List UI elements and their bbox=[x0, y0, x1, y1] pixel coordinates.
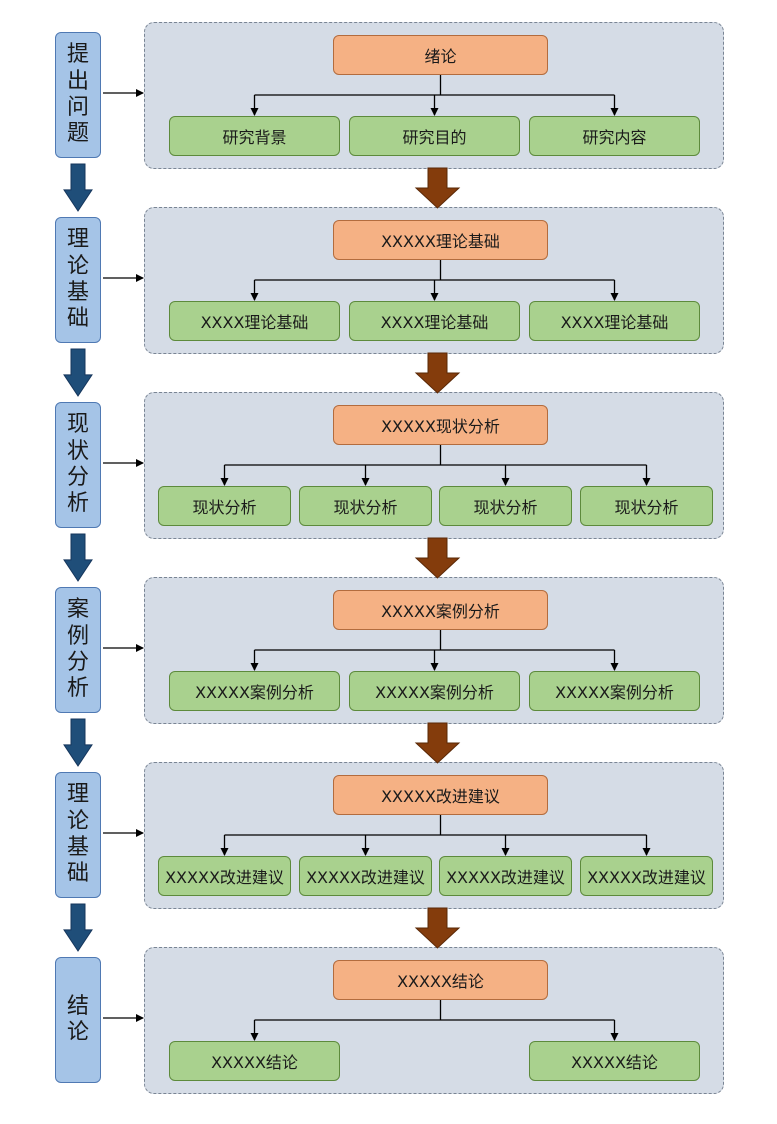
stage-head-box: XXXXX现状分析 bbox=[333, 405, 548, 445]
panel-down-arrow bbox=[414, 722, 461, 764]
stage-item-box: XXXX理论基础 bbox=[529, 301, 700, 341]
stage-item-box: 现状分析 bbox=[158, 486, 291, 526]
stage-item-box: XXXXX结论 bbox=[529, 1041, 700, 1081]
stage-label-text: 结论 bbox=[67, 993, 90, 1045]
stage-label-text: 理论基础 bbox=[67, 782, 90, 887]
stage-head-box: XXXXX结论 bbox=[333, 960, 548, 1000]
stage-label: 提出问题 bbox=[55, 32, 101, 158]
stage-label: 理论基础 bbox=[55, 217, 101, 343]
stage-label-text: 理论基础 bbox=[67, 227, 90, 332]
panel-down-arrow bbox=[414, 537, 461, 579]
stage-label-text: 案例分析 bbox=[67, 597, 90, 702]
stage-down-arrow bbox=[63, 903, 93, 952]
stage-head-box: XXXXX案例分析 bbox=[333, 590, 548, 630]
stage-item-box: XXXX理论基础 bbox=[169, 301, 340, 341]
stage-item-box: 现状分析 bbox=[580, 486, 713, 526]
stage-item-box: 研究目的 bbox=[349, 116, 520, 156]
stage-down-arrow bbox=[63, 348, 93, 397]
head-to-items-connector bbox=[250, 630, 619, 671]
panel-down-arrow bbox=[414, 907, 461, 949]
stage-item-box: 现状分析 bbox=[439, 486, 572, 526]
head-to-items-connector bbox=[220, 815, 651, 856]
panel-down-arrow bbox=[414, 352, 461, 394]
stage-item-box: XXXXX改进建议 bbox=[580, 856, 713, 896]
stage-label: 结论 bbox=[55, 957, 101, 1083]
stage-item-box: XXXXX改进建议 bbox=[158, 856, 291, 896]
head-to-items-connector bbox=[250, 260, 619, 301]
stage-head-box: XXXXX理论基础 bbox=[333, 220, 548, 260]
head-to-items-connector bbox=[250, 1000, 619, 1041]
stage-head-box: XXXXX改进建议 bbox=[333, 775, 548, 815]
stage-label: 理论基础 bbox=[55, 772, 101, 898]
stage-label-text: 提出问题 bbox=[67, 42, 90, 147]
head-to-items-connector bbox=[220, 445, 651, 486]
stage-item-box: XXXXX案例分析 bbox=[529, 671, 700, 711]
stage-item-box: XXXXX改进建议 bbox=[299, 856, 432, 896]
stage-down-arrow bbox=[63, 718, 93, 767]
stage-item-box: 现状分析 bbox=[299, 486, 432, 526]
stage-item-box: XXXXX结论 bbox=[169, 1041, 340, 1081]
head-to-items-connector bbox=[250, 75, 619, 116]
stage-item-box: XXXXX改进建议 bbox=[439, 856, 572, 896]
stage-label-text: 现状分析 bbox=[67, 412, 90, 517]
stage-label: 现状分析 bbox=[55, 402, 101, 528]
stage-head-box: 绪论 bbox=[333, 35, 548, 75]
panel-down-arrow bbox=[414, 167, 461, 209]
stage-item-box: 研究背景 bbox=[169, 116, 340, 156]
stage-item-box: 研究内容 bbox=[529, 116, 700, 156]
stage-label: 案例分析 bbox=[55, 587, 101, 713]
stage-item-box: XXXX理论基础 bbox=[349, 301, 520, 341]
stage-down-arrow bbox=[63, 163, 93, 212]
stage-item-box: XXXXX案例分析 bbox=[169, 671, 340, 711]
stage-down-arrow bbox=[63, 533, 93, 582]
stage-item-box: XXXXX案例分析 bbox=[349, 671, 520, 711]
